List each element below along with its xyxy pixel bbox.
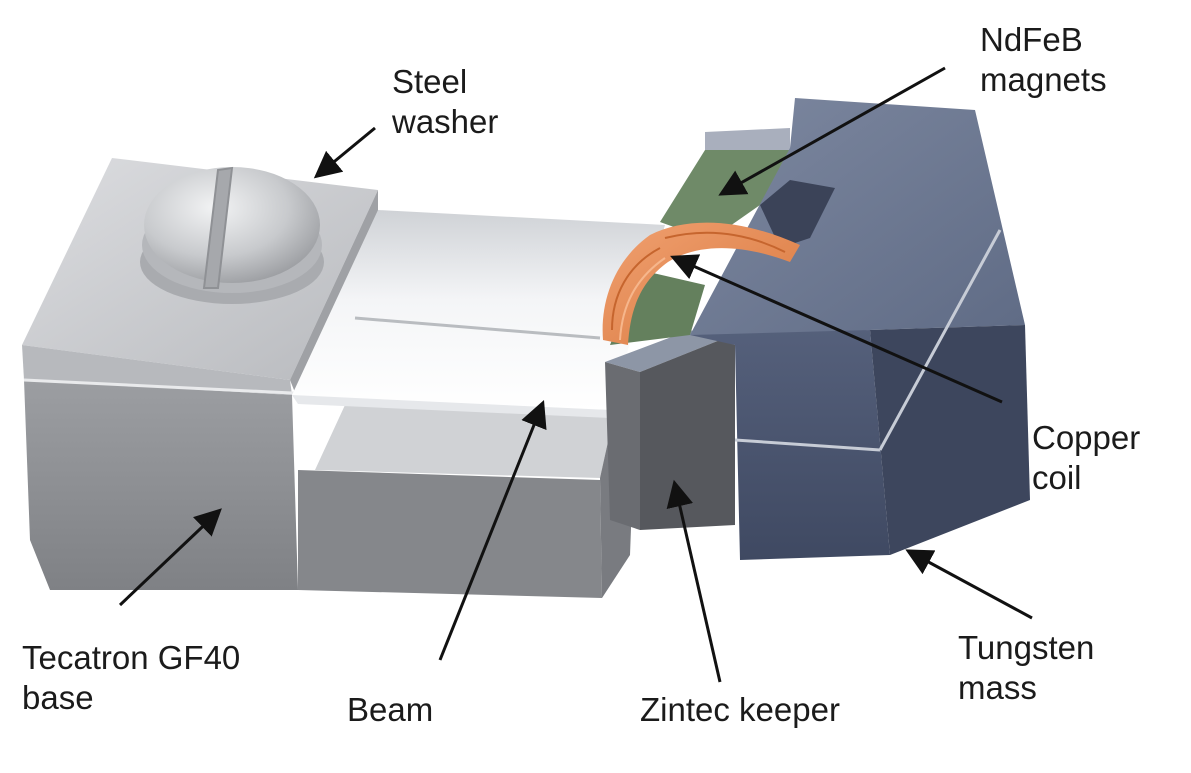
tungsten-mass bbox=[690, 98, 1030, 560]
beam-highlight bbox=[354, 316, 601, 340]
label-tungsten-mass-line2: mass bbox=[958, 669, 1037, 706]
keeper-top bbox=[605, 330, 720, 372]
label-copper-coil-line2: coil bbox=[1032, 459, 1082, 496]
coil-winding-2 bbox=[664, 231, 786, 253]
label-steel-washer: Steel washer bbox=[392, 62, 498, 142]
mass-back-plate bbox=[705, 128, 790, 150]
label-ndfeb-magnets-line2: magnets bbox=[980, 61, 1107, 98]
mass-cavity bbox=[760, 180, 835, 248]
arrow-tungsten-mass bbox=[905, 549, 1033, 620]
arrow-ndfeb-magnets bbox=[718, 66, 946, 196]
label-zintec-keeper-line1: Zintec keeper bbox=[640, 691, 840, 728]
label-beam: Beam bbox=[347, 690, 433, 730]
callout-arrows bbox=[118, 66, 1033, 683]
zintec-keeper bbox=[605, 330, 735, 530]
label-beam-line1: Beam bbox=[347, 691, 434, 728]
screw-slot bbox=[202, 166, 234, 289]
beam-top-face bbox=[292, 210, 665, 410]
copper-coil bbox=[602, 222, 800, 345]
label-tungsten-mass-line1: Tungsten bbox=[958, 629, 1095, 666]
screw-and-washer bbox=[140, 166, 324, 304]
base-lower-front-face bbox=[24, 380, 298, 590]
arrow-copper-coil bbox=[670, 254, 1003, 404]
label-copper-coil-line1: Copper bbox=[1032, 419, 1141, 456]
mass-side-face bbox=[870, 325, 1030, 555]
arrow-zintec-keeper bbox=[666, 479, 722, 683]
keeper-front bbox=[605, 362, 640, 530]
label-steel-washer-line2: washer bbox=[392, 103, 499, 140]
base-lower-extension-front bbox=[298, 470, 602, 598]
keeper-main bbox=[640, 340, 735, 530]
label-tecatron-base: Tecatron GF40 base bbox=[22, 638, 240, 718]
arrow-steel-washer bbox=[313, 126, 376, 179]
label-tungsten-mass: Tungsten mass bbox=[958, 628, 1094, 708]
coil-winding-3 bbox=[619, 257, 666, 341]
coil-winding-1 bbox=[611, 247, 661, 331]
mass-top-face bbox=[690, 98, 1025, 340]
screw-head bbox=[144, 167, 320, 283]
label-copper-coil: Copper coil bbox=[1032, 418, 1140, 498]
label-tecatron-base-line1: Tecatron GF40 bbox=[22, 639, 241, 676]
mass-seam-side bbox=[878, 229, 1002, 451]
label-ndfeb-magnets: NdFeB magnets bbox=[980, 20, 1107, 100]
label-steel-washer-line1: Steel bbox=[392, 63, 468, 100]
arrow-beam bbox=[438, 399, 547, 661]
label-tecatron-base-line2: base bbox=[22, 679, 94, 716]
label-zintec-keeper: Zintec keeper bbox=[640, 690, 840, 730]
mass-seam-front bbox=[734, 438, 881, 452]
arrow-tecatron-base bbox=[118, 508, 222, 607]
label-ndfeb-magnets-line1: NdFeB bbox=[980, 21, 1083, 58]
